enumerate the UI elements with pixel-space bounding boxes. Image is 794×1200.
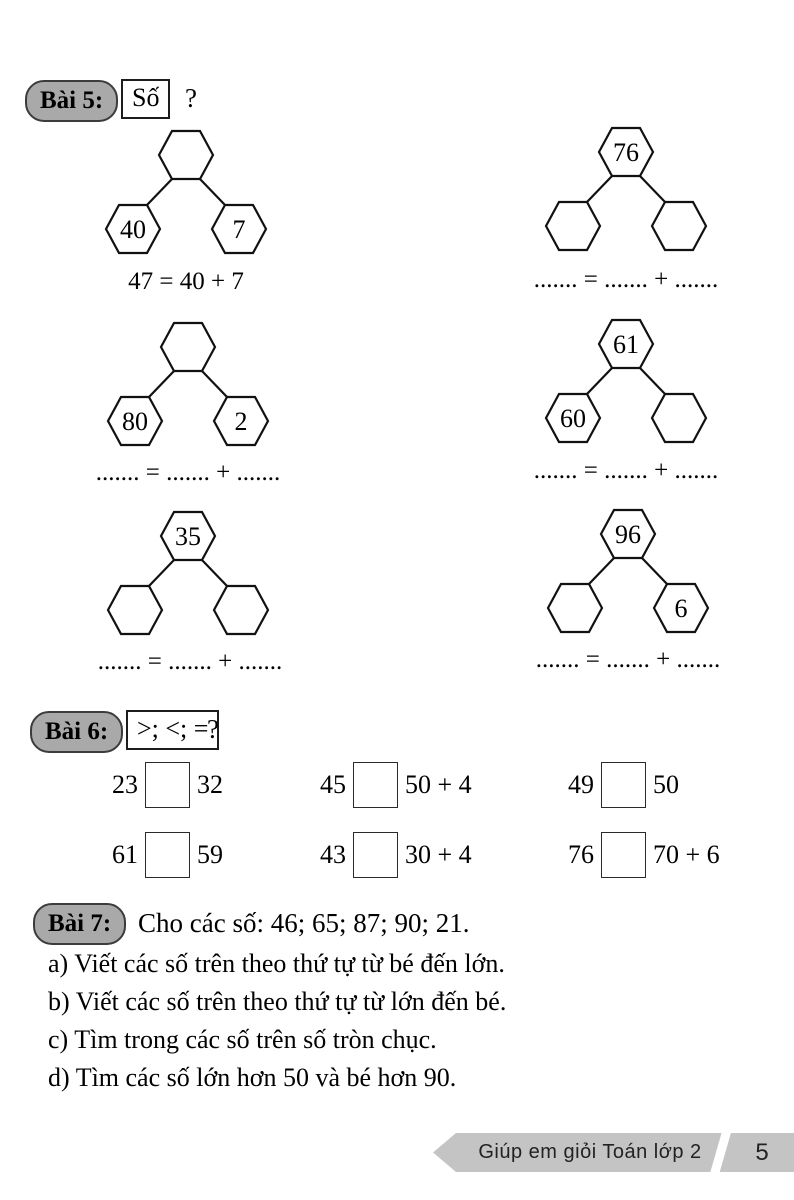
connector-line xyxy=(586,175,613,203)
equation-text: ....... = ....... + ....... xyxy=(533,457,719,484)
number-tree: 61 60 xyxy=(541,315,711,447)
connector-line xyxy=(201,559,228,587)
exercise6-prompt-box: >; <; = xyxy=(126,710,220,750)
exercise7-item-d: d) Tìm các số lớn hơn 50 và bé hơn 90. xyxy=(48,1063,457,1092)
comparison-item: 76 70 + 6 xyxy=(568,832,720,878)
exercise6-badge: Bài 6: xyxy=(30,711,124,753)
hexagon-shape xyxy=(546,582,604,634)
comparison-left-value: 23 xyxy=(112,770,138,799)
exercise7-intro: Cho các số: 46; 65; 87; 90; 21. xyxy=(138,908,470,938)
answer-box xyxy=(145,762,190,808)
hexagon-shape xyxy=(544,200,602,252)
answer-box xyxy=(353,832,398,878)
hexagon-shape xyxy=(159,510,217,562)
hexagon-shape xyxy=(106,395,164,447)
hexagon-shape xyxy=(212,395,270,447)
equation-text: ....... = ....... + ....... xyxy=(95,459,281,486)
hexagon-shape xyxy=(650,392,708,444)
hexagon-shape xyxy=(106,584,164,636)
answer-box xyxy=(601,762,646,808)
equation-text: ....... = ....... + ....... xyxy=(533,266,719,293)
answer-box xyxy=(145,832,190,878)
equation-text: ....... = ....... + ....... xyxy=(97,648,283,675)
connector-line xyxy=(641,557,668,585)
number-tree: 40 7 xyxy=(101,126,271,258)
comparison-item: 45 50 + 4 xyxy=(320,762,472,808)
number-tree: 35 xyxy=(103,507,273,639)
hexagon-value: 80 xyxy=(122,407,148,436)
connector-line xyxy=(586,367,613,395)
hexagon-shape xyxy=(157,129,215,181)
comparison-left-value: 49 xyxy=(568,770,594,799)
hexagon-value: 2 xyxy=(235,407,248,436)
connector-line xyxy=(148,370,175,398)
footer-banner: Giúp em giỏi Toán lớp 2 5 xyxy=(433,1133,794,1172)
comparison-right-value: 30 + 4 xyxy=(405,840,472,869)
answer-box xyxy=(601,832,646,878)
hexagon-value: 96 xyxy=(615,520,641,549)
hexagon-value: 60 xyxy=(560,404,586,433)
comparison-right-value: 70 + 6 xyxy=(653,840,720,869)
answer-box xyxy=(353,762,398,808)
exercise7-item-c: c) Tìm trong các số trên số tròn chục. xyxy=(48,1025,437,1054)
hexagon-value: 76 xyxy=(613,138,639,167)
hexagon-shape xyxy=(210,203,268,255)
comparison-right-value: 59 xyxy=(197,840,223,869)
comparison-right-value: 50 + 4 xyxy=(405,770,472,799)
exercise7-badge: Bài 7: xyxy=(33,903,127,945)
hexagon-value: 7 xyxy=(233,215,246,244)
connector-line xyxy=(201,370,228,398)
hexagon-value: 35 xyxy=(175,522,201,551)
hexagon-shape xyxy=(597,126,655,178)
connector-line xyxy=(146,178,173,206)
comparison-right-value: 50 xyxy=(653,770,679,799)
connector-line xyxy=(199,178,226,206)
comparison-right-value: 32 xyxy=(197,770,223,799)
hexagon-value: 40 xyxy=(120,215,146,244)
exercise7-item-a: a) Viết các số trên theo thứ tự từ bé đế… xyxy=(48,949,505,978)
page-number: 5 xyxy=(755,1138,769,1166)
exercise7-item-b: b) Viết các số trên theo thứ tự từ lớn đ… xyxy=(48,987,507,1016)
hexagon-shape xyxy=(104,203,162,255)
hexagon-value: 6 xyxy=(675,594,688,623)
hexagon-shape xyxy=(652,582,710,634)
hexagon-shape xyxy=(212,584,270,636)
hexagon-shape xyxy=(597,318,655,370)
equation-text: 47 = 40 + 7 xyxy=(128,268,244,295)
comparison-item: 49 50 xyxy=(568,762,679,808)
comparison-left-value: 43 xyxy=(320,840,346,869)
hexagon-shape xyxy=(599,508,657,560)
connector-line xyxy=(148,559,175,587)
exercise6-question-mark: ? xyxy=(207,714,219,744)
connector-line xyxy=(639,175,666,203)
comparison-left-value: 61 xyxy=(112,840,138,869)
exercise5-question-mark: ? xyxy=(185,83,197,113)
number-tree: 80 2 xyxy=(103,318,273,450)
comparison-item: 61 59 xyxy=(112,832,223,878)
hexagon-shape xyxy=(159,321,217,373)
hexagon-value: 61 xyxy=(613,330,639,359)
equation-text: ....... = ....... + ....... xyxy=(535,646,721,673)
number-tree: 96 6 xyxy=(543,505,713,637)
comparison-left-value: 45 xyxy=(320,770,346,799)
exercise5-badge: Bài 5: xyxy=(25,80,119,122)
number-tree: 76 xyxy=(541,123,711,255)
comparison-left-value: 76 xyxy=(568,840,594,869)
hexagon-shape xyxy=(544,392,602,444)
comparison-item: 23 32 xyxy=(112,762,223,808)
exercise5-prompt-box: Số xyxy=(121,79,171,119)
comparison-item: 43 30 + 4 xyxy=(320,832,472,878)
hexagon-shape xyxy=(650,200,708,252)
connector-line xyxy=(588,557,615,585)
book-title: Giúp em giỏi Toán lớp 2 xyxy=(478,1141,702,1163)
connector-line xyxy=(639,367,666,395)
